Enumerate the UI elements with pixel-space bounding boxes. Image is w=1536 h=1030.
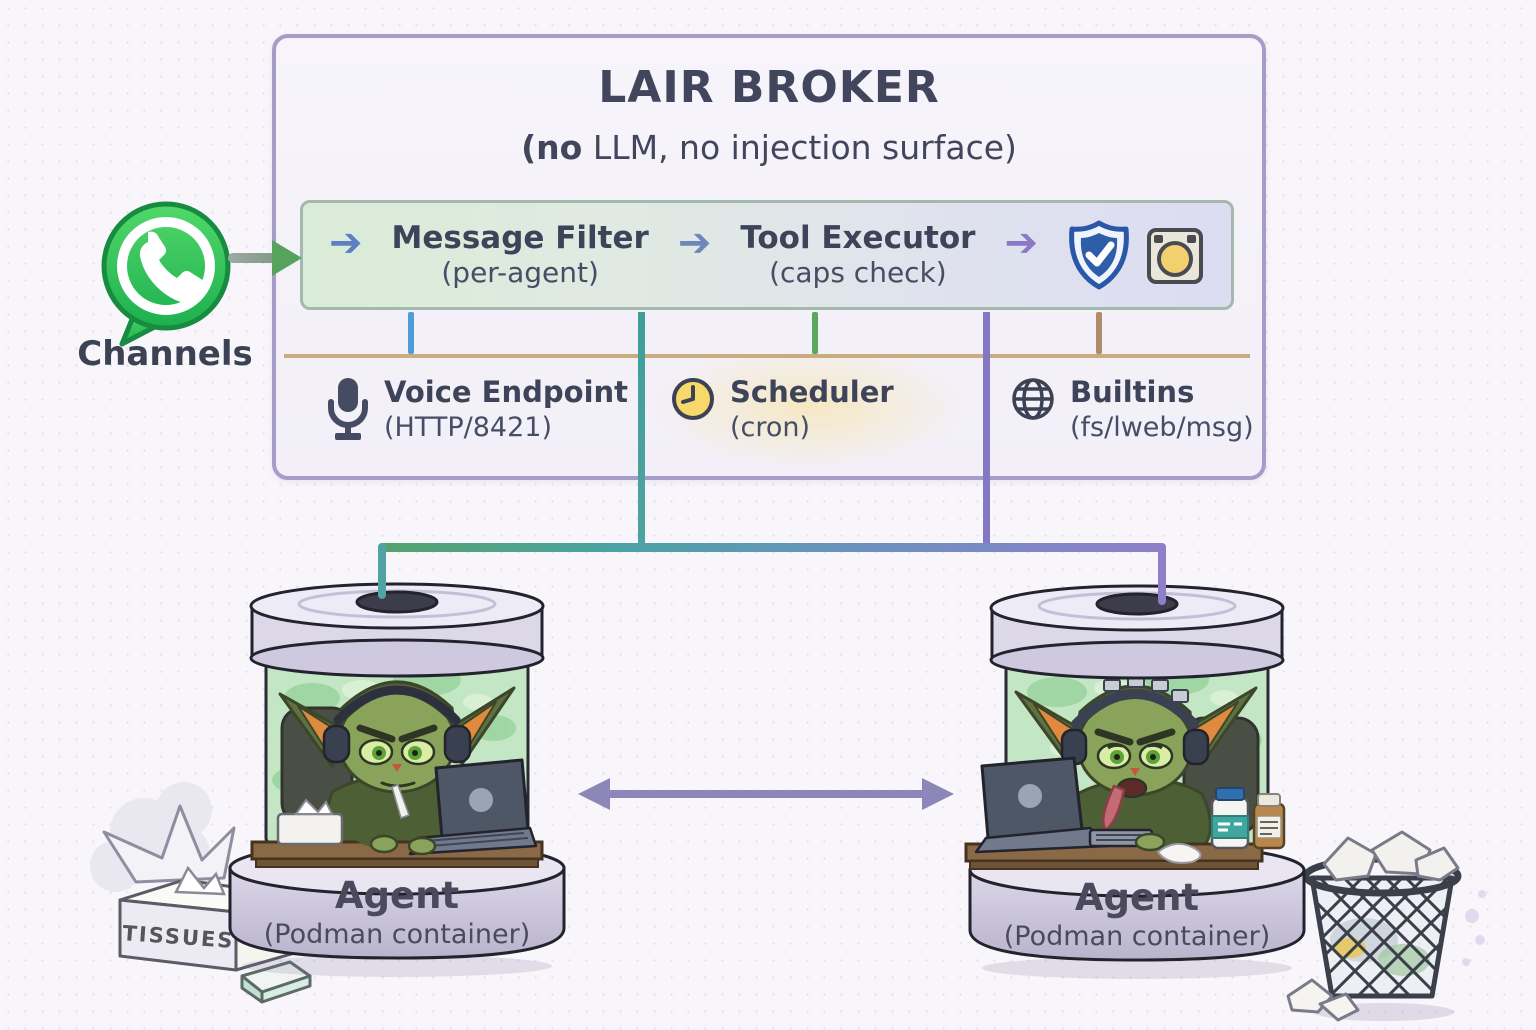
microphone-icon: [326, 376, 370, 446]
connector-voice-line: [408, 312, 414, 354]
broker-title: LAIR BROKER: [598, 62, 940, 113]
arrow-right-icon: ➔: [1004, 220, 1038, 266]
agent-illustration-left: [228, 582, 566, 977]
tissue-box-illustration: TISSUES: [90, 782, 312, 1004]
pipeline-step-tool-executor: Tool Executor (caps check): [740, 220, 976, 289]
connector-builtins-line: [1096, 312, 1102, 354]
service-label: Builtins: [1070, 375, 1195, 409]
broker-to-agents-line-purple: [983, 312, 990, 552]
trash-can-illustration: [1286, 830, 1486, 1022]
agent-label: Agent: [334, 874, 460, 917]
pipeline-result-icons: [1067, 219, 1205, 291]
globe-icon: [1010, 376, 1056, 426]
pipeline-step-message-filter: Message Filter (per-agent): [391, 220, 649, 289]
camera-icon: [1146, 228, 1203, 284]
agent-container-right: Agent (Podman container): [962, 580, 1312, 980]
arrow-shaft: [602, 790, 930, 798]
arrow-right-icon: ➔: [329, 220, 363, 266]
broker-subtitle-rest: LLM, no injection surface): [582, 128, 1017, 167]
services-row: Voice Endpoint (HTTP/8421) Scheduler (cr…: [284, 358, 1254, 472]
agents-bus-line: [378, 543, 1166, 552]
agents-bidirectional-arrow: [578, 778, 954, 810]
step-label: Message Filter: [391, 220, 649, 257]
channels-arrow-head-icon: [272, 240, 302, 276]
service-scheduler: Scheduler (cron): [636, 358, 980, 472]
agent-caption-right: Agent (Podman container): [962, 876, 1312, 954]
arrow-right-head-icon: [922, 778, 954, 810]
step-sub: (caps check): [769, 255, 947, 289]
pipeline-box: ➔ Message Filter (per-agent) ➔ Tool Exec…: [300, 200, 1234, 310]
agent-label: Agent: [1074, 876, 1200, 919]
bus-drop-right: [1158, 543, 1166, 605]
agent-sub: (Podman container): [1003, 921, 1271, 953]
service-sub: (HTTP/8421): [384, 412, 552, 444]
step-sub: (per-agent): [441, 255, 599, 289]
agent-sub: (Podman container): [263, 919, 531, 951]
bus-drop-left: [378, 543, 386, 599]
connector-scheduler-line: [812, 312, 818, 354]
arrow-right-icon: ➔: [677, 220, 712, 266]
agent-caption-left: Agent (Podman container): [222, 874, 572, 952]
channels-label: Channels: [77, 334, 253, 374]
services-separator-line: [284, 354, 1250, 358]
lair-broker-box: LAIR BROKER (no LLM, no injection surfac…: [272, 34, 1266, 480]
service-sub: (cron): [730, 412, 811, 444]
whatsapp-icon: [92, 196, 240, 352]
broker-subtitle-bold: (no: [521, 128, 583, 167]
service-label: Voice Endpoint: [384, 375, 629, 409]
broker-subtitle: (no LLM, no injection surface): [276, 128, 1262, 167]
agent-container-left: Agent (Podman container): [222, 578, 572, 978]
broker-to-agents-line-teal: [638, 312, 645, 552]
shield-check-icon: [1069, 220, 1129, 290]
service-sub: (fs/lweb/msg): [1070, 412, 1254, 444]
service-builtins: Builtins (fs/lweb/msg): [980, 358, 1254, 472]
clock-icon: [670, 376, 716, 426]
channels-arrow-shaft: [228, 253, 276, 263]
service-voice-endpoint: Voice Endpoint (HTTP/8421): [284, 358, 636, 472]
service-label: Scheduler: [730, 375, 894, 409]
agent-illustration-right: [964, 584, 1306, 979]
step-label: Tool Executor: [740, 220, 976, 257]
